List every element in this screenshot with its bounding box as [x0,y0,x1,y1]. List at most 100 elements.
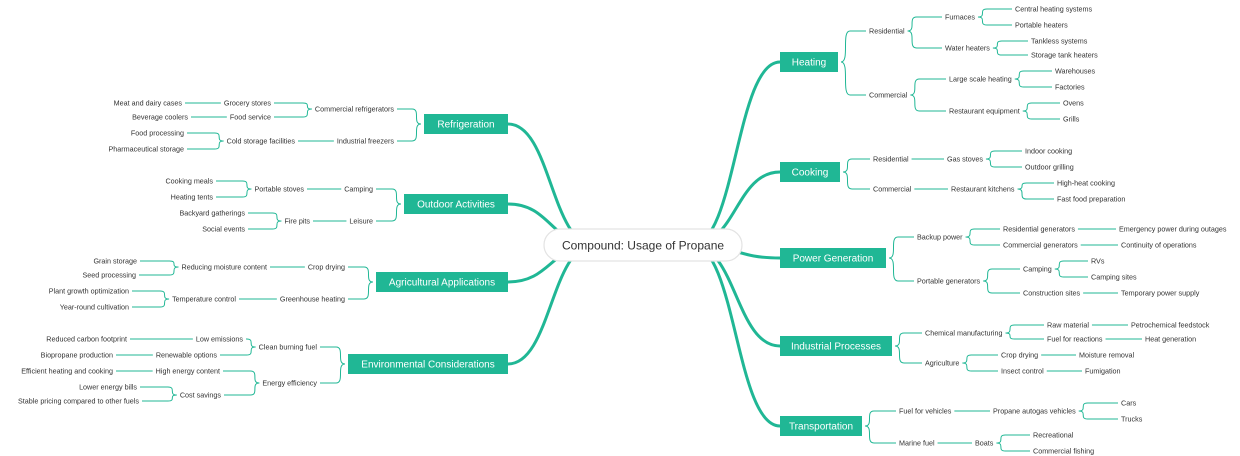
node-marine-fuel[interactable]: Marine fuel [899,439,935,448]
branch-power-generation[interactable]: Power Generation [780,248,886,268]
node-central-heating-systems[interactable]: Central heating systems [1015,5,1093,14]
node-efficient-heating-and-cooking[interactable]: Efficient heating and cooking [21,367,113,376]
node-backyard-gatherings[interactable]: Backyard gatherings [179,209,245,218]
node-food-processing[interactable]: Food processing [131,129,184,138]
node-seed-processing[interactable]: Seed processing [82,271,136,280]
node-lower-energy-bills[interactable]: Lower energy bills [79,383,137,392]
node-biopropane-production[interactable]: Biopropane production [41,351,113,360]
node-fuel-for-vehicles[interactable]: Fuel for vehicles [899,407,952,416]
branch-agricultural-applications[interactable]: Agricultural Applications [376,272,508,292]
node-low-emissions[interactable]: Low emissions [196,335,244,344]
node-restaurant-equipment[interactable]: Restaurant equipment [949,107,1020,116]
node-petrochemical-feedstock[interactable]: Petrochemical feedstock [1131,321,1210,330]
node-cost-savings[interactable]: Cost savings [180,391,222,400]
node-residential[interactable]: Residential [869,27,905,36]
node-chemical-manufacturing[interactable]: Chemical manufacturing [925,329,1003,338]
node-ovens[interactable]: Ovens [1063,99,1084,108]
node-warehouses[interactable]: Warehouses [1055,67,1095,76]
node-propane-autogas-vehicles[interactable]: Propane autogas vehicles [993,407,1076,416]
node-pharmaceutical-storage[interactable]: Pharmaceutical storage [108,145,184,154]
node-storage-tank-heaters[interactable]: Storage tank heaters [1031,51,1098,60]
branch-refrigeration[interactable]: Refrigeration [424,114,508,134]
node-year-round-cultivation[interactable]: Year-round cultivation [60,303,129,312]
branch-heating[interactable]: Heating [780,52,838,72]
node-portable-heaters[interactable]: Portable heaters [1015,21,1068,30]
branch-outdoor-activities[interactable]: Outdoor Activities [404,194,508,214]
node-tankless-systems[interactable]: Tankless systems [1031,37,1088,46]
node-plant-growth-optimization[interactable]: Plant growth optimization [49,287,129,296]
node-commercial-generators-label: Commercial generators [1003,241,1078,250]
node-agriculture[interactable]: Agriculture [925,359,959,368]
node-renewable-options[interactable]: Renewable options [156,351,218,360]
node-beverage-coolers[interactable]: Beverage coolers [132,113,188,122]
node-large-scale-heating[interactable]: Large scale heating [949,75,1012,84]
node-construction-sites[interactable]: Construction sites [1023,289,1081,298]
node-social-events[interactable]: Social events [202,225,245,234]
node-continuity-of-operations[interactable]: Continuity of operations [1121,241,1197,250]
node-residential[interactable]: Residential [873,155,909,164]
node-reduced-carbon-footprint[interactable]: Reduced carbon footprint [46,335,127,344]
node-backup-power[interactable]: Backup power [917,233,963,242]
node-commercial-generators[interactable]: Commercial generators [1003,241,1078,250]
node-meat-and-dairy-cases[interactable]: Meat and dairy cases [114,99,183,108]
node-furnaces[interactable]: Furnaces [945,13,975,22]
node-fumigation[interactable]: Fumigation [1085,367,1121,376]
node-crop-drying[interactable]: Crop drying [308,263,345,272]
node-factories[interactable]: Factories [1055,83,1085,92]
node-heating-tents[interactable]: Heating tents [171,193,214,202]
node-industrial-freezers[interactable]: Industrial freezers [337,137,395,146]
node-recreational[interactable]: Recreational [1033,431,1074,440]
node-fuel-for-reactions[interactable]: Fuel for reactions [1047,335,1103,344]
node-temporary-power-supply[interactable]: Temporary power supply [1121,289,1200,298]
node-emergency-power-during-outages[interactable]: Emergency power during outages [1119,225,1227,234]
node-water-heaters[interactable]: Water heaters [945,44,990,53]
node-temperature-control[interactable]: Temperature control [172,295,236,304]
node-camping[interactable]: Camping [344,185,373,194]
node-greenhouse-heating[interactable]: Greenhouse heating [280,295,345,304]
node-insect-control[interactable]: Insect control [1001,367,1044,376]
node-grocery-stores[interactable]: Grocery stores [224,99,272,108]
root-node[interactable]: Compound: Usage of Propane [543,228,743,262]
node-high-heat-cooking[interactable]: High-heat cooking [1057,179,1115,188]
node-camping-sites[interactable]: Camping sites [1091,273,1137,282]
node-reducing-moisture-content[interactable]: Reducing moisture content [182,263,268,272]
node-efficient-heating-and-cooking-label: Efficient heating and cooking [21,367,113,376]
nodes: Compound: Usage of Propane HeatingReside… [18,5,1227,456]
node-residential-generators[interactable]: Residential generators [1003,225,1075,234]
node-restaurant-kitchens[interactable]: Restaurant kitchens [951,185,1015,194]
node-commercial[interactable]: Commercial [869,91,908,100]
node-rvs[interactable]: RVs [1091,257,1105,266]
node-moisture-removal[interactable]: Moisture removal [1079,351,1135,360]
node-indoor-cooking[interactable]: Indoor cooking [1025,147,1072,156]
node-crop-drying[interactable]: Crop drying [1001,351,1038,360]
node-high-energy-content[interactable]: High energy content [156,367,220,376]
node-grain-storage[interactable]: Grain storage [93,257,137,266]
branch-environmental-considerations[interactable]: Environmental Considerations [348,354,508,374]
node-cooking-meals[interactable]: Cooking meals [165,177,213,186]
node-fast-food-preparation[interactable]: Fast food preparation [1057,195,1125,204]
node-gas-stoves[interactable]: Gas stoves [947,155,983,164]
branch-industrial-processes[interactable]: Industrial Processes [780,336,892,356]
node-fire-pits[interactable]: Fire pits [284,217,310,226]
node-portable-stoves[interactable]: Portable stoves [254,185,304,194]
node-commercial-fishing[interactable]: Commercial fishing [1033,447,1094,456]
node-cold-storage-facilities[interactable]: Cold storage facilities [227,137,296,146]
node-clean-burning-fuel[interactable]: Clean burning fuel [259,343,318,352]
node-heat-generation[interactable]: Heat generation [1145,335,1196,344]
node-camping[interactable]: Camping [1023,265,1052,274]
node-raw-material[interactable]: Raw material [1047,321,1089,330]
node-trucks[interactable]: Trucks [1121,415,1143,424]
node-grills[interactable]: Grills [1063,115,1080,124]
branch-cooking[interactable]: Cooking [780,162,840,182]
node-commercial[interactable]: Commercial [873,185,912,194]
branch-transportation[interactable]: Transportation [780,416,862,436]
node-outdoor-grilling[interactable]: Outdoor grilling [1025,163,1074,172]
node-boats[interactable]: Boats [975,439,994,448]
node-stable-pricing-compared-to-other-fuels[interactable]: Stable pricing compared to other fuels [18,397,139,406]
node-food-service[interactable]: Food service [230,113,271,122]
node-leisure[interactable]: Leisure [349,217,373,226]
node-cars[interactable]: Cars [1121,399,1137,408]
node-commercial-refrigerators[interactable]: Commercial refrigerators [315,105,394,114]
node-energy-efficiency[interactable]: Energy efficiency [262,379,317,388]
node-portable-generators[interactable]: Portable generators [917,277,981,286]
